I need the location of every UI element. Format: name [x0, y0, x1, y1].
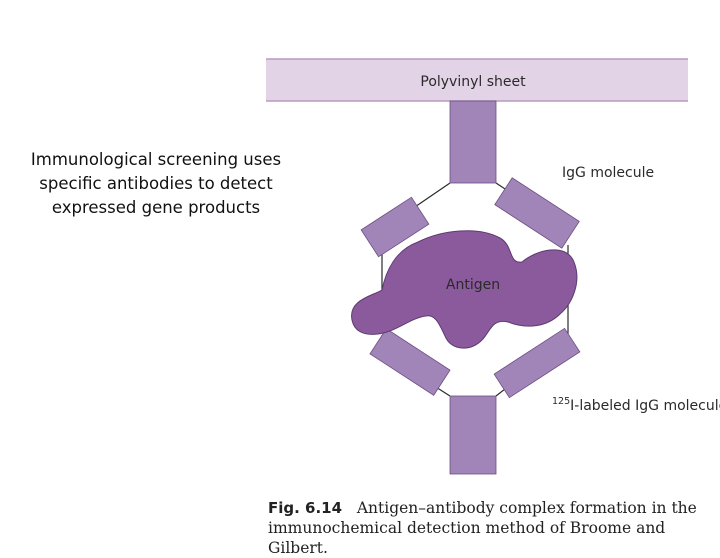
figure-caption-text: Antigen–antibody complex formation in th…	[356, 499, 697, 517]
igg-lower-right	[493, 327, 581, 399]
intro-text: Immunological screening uses specific an…	[20, 148, 292, 220]
antigen-blob	[351, 230, 578, 349]
intro-line: expressed gene products	[51, 198, 261, 217]
figure-caption-line: Fig. 6.14 Antigen–antibody complex forma…	[268, 498, 718, 518]
polyvinyl-sheet	[266, 58, 688, 102]
figure-caption-line: immunochemical detection method of Broom…	[268, 519, 666, 557]
figure-number: Fig. 6.14	[268, 499, 343, 517]
igg-upper-right	[494, 177, 580, 249]
polyvinyl-sheet-label: Polyvinyl sheet	[420, 74, 526, 90]
figure-caption: Fig. 6.14 Antigen–antibody complex forma…	[268, 498, 718, 558]
igg-top	[449, 100, 497, 184]
intro-line: specific antibodies to detect	[39, 174, 273, 193]
labeled-igg-superscript: 125	[552, 396, 570, 407]
labeled-igg-text: I-labeled IgG molecule	[570, 398, 720, 414]
antigen-label: Antigen	[446, 277, 500, 293]
antibody-complex-diagram: Polyvinyl sheet Antigen IgG molecule 125…	[266, 58, 720, 475]
igg-upper-left	[360, 196, 430, 258]
labeled-igg-label: 125I-labeled IgG molecule	[552, 396, 720, 414]
igg-molecule-label: IgG molecule	[562, 165, 654, 181]
igg-lower-left	[369, 328, 451, 396]
igg-bottom-labeled	[449, 395, 497, 475]
intro-line: Immunological screening uses	[30, 150, 282, 169]
